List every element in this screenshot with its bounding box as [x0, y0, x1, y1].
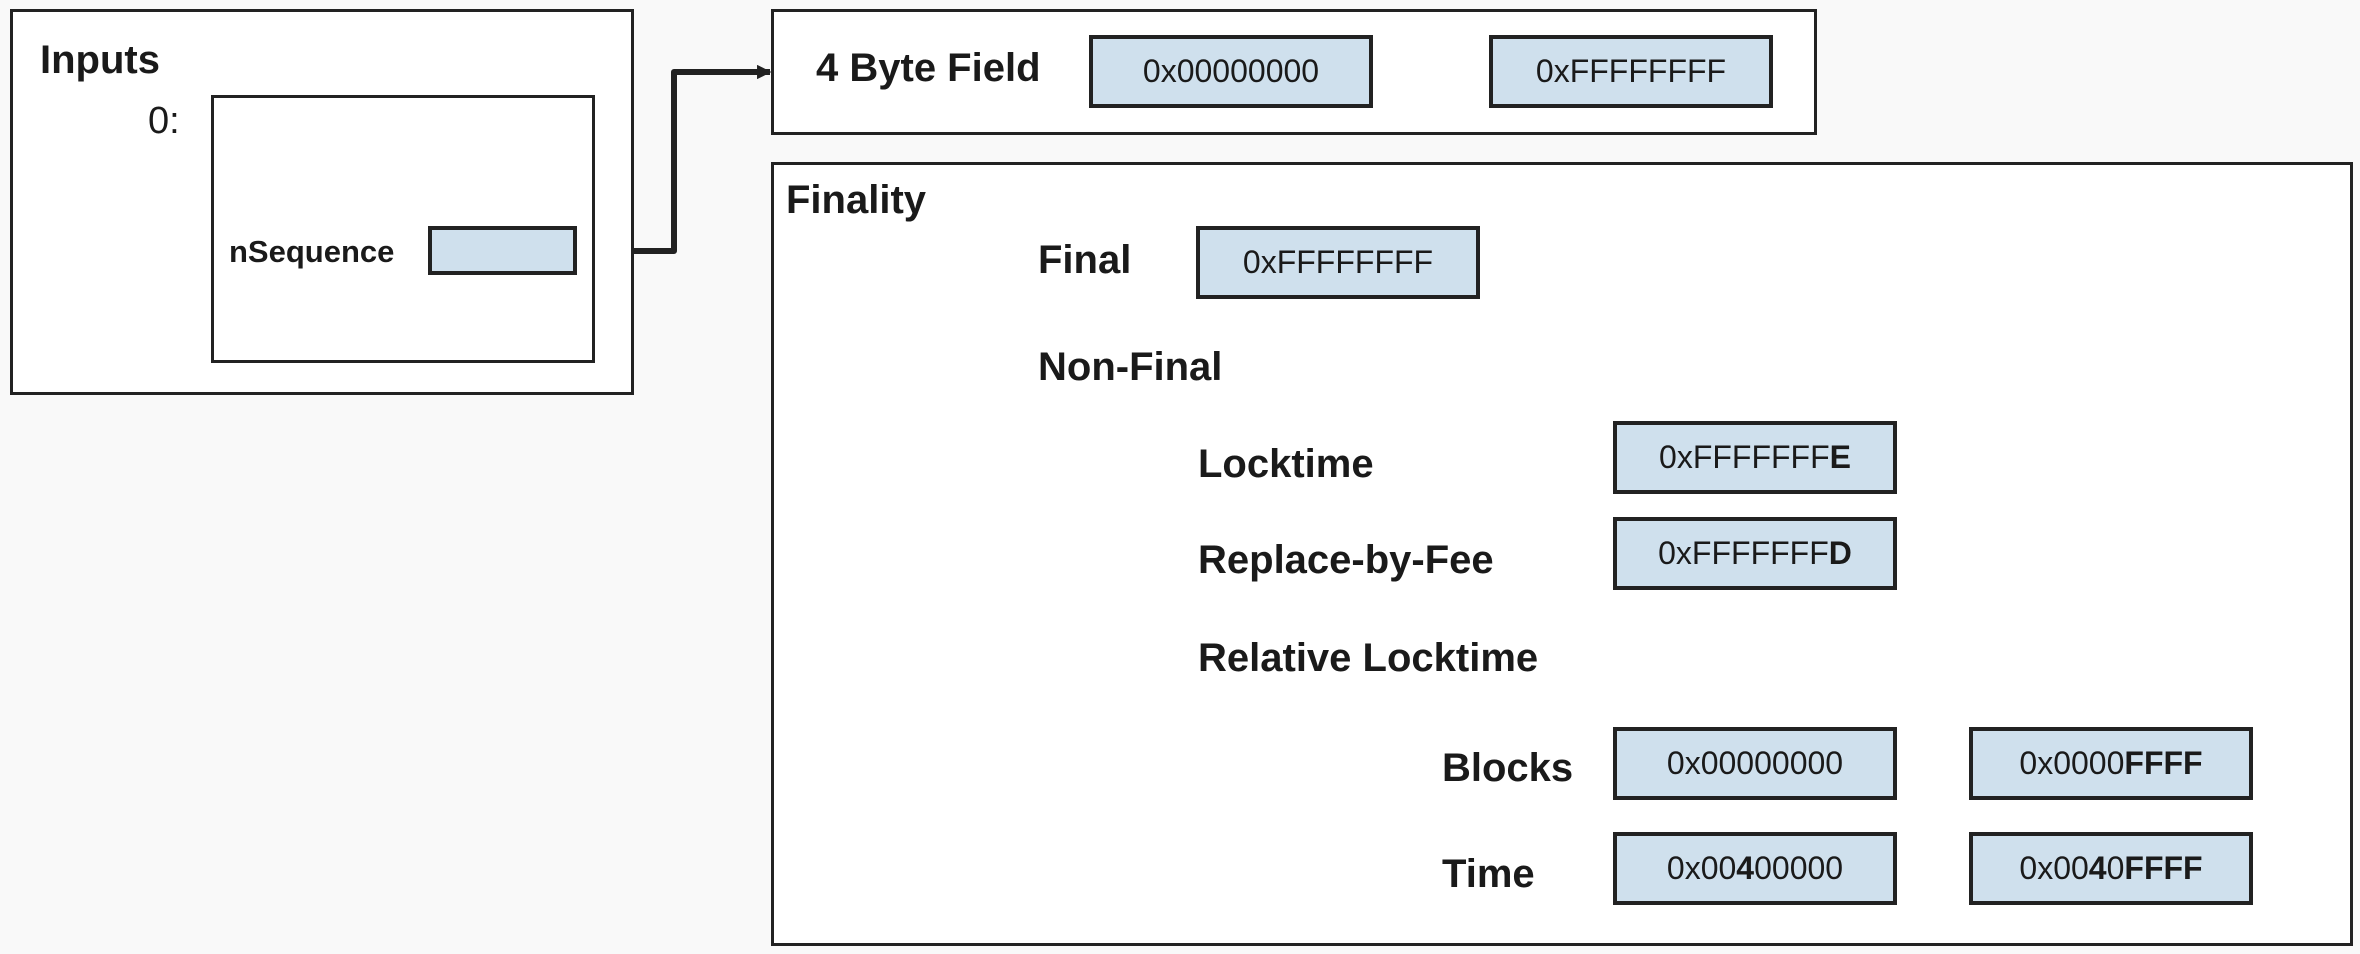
final-label: Final	[1038, 238, 1132, 282]
final-value: 0xFFFFFFFF	[1196, 226, 1480, 299]
blocks-label: Blocks	[1442, 746, 1574, 790]
locktime-label: Locktime	[1198, 442, 1374, 486]
field-range-start: 0x00000000	[1089, 35, 1373, 108]
field-range-end: 0xFFFFFFFF	[1489, 35, 1773, 108]
nsequence-field[interactable]	[428, 226, 577, 275]
non-final-label: Non-Final	[1038, 345, 1223, 389]
finality-panel	[771, 162, 2353, 946]
inputs-title: Inputs	[40, 38, 160, 82]
blocks-range-start: 0x00000000	[1613, 727, 1897, 800]
input-index-label: 0:	[148, 100, 180, 142]
nsequence-label: nSequence	[229, 234, 395, 269]
time-label: Time	[1442, 852, 1535, 896]
rbf-label: Replace-by-Fee	[1198, 538, 1494, 582]
field-size-title: 4 Byte Field	[816, 46, 1041, 90]
finality-title: Finality	[786, 178, 927, 222]
relative-locktime-label: Relative Locktime	[1198, 636, 1539, 680]
